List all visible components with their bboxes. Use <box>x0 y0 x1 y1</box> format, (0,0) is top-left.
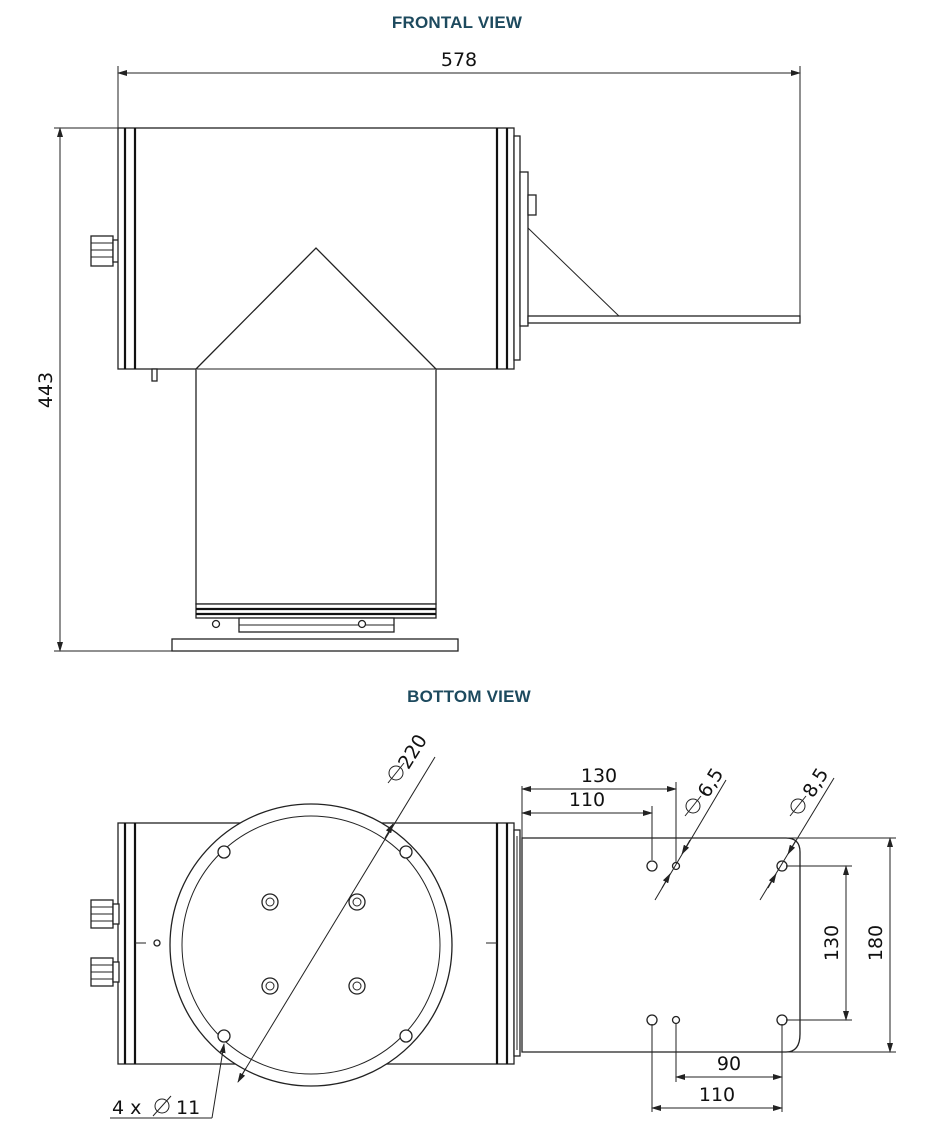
cable-gland-icon <box>90 235 120 267</box>
screw-head <box>261 893 279 911</box>
diameter-symbol-icon <box>789 795 807 817</box>
holes-count-label: 4 x <box>112 1097 141 1119</box>
diameter-symbol-icon <box>684 795 702 817</box>
bracket-top-130: 130 <box>581 765 617 787</box>
mount-hole <box>646 860 658 872</box>
screw-head <box>348 893 366 911</box>
bracket-bottom-110: 110 <box>699 1084 735 1106</box>
diameter-symbol-icon <box>152 1095 172 1117</box>
bracket-plate-view: 130 110 6,5 8,5 130 180 <box>521 764 896 1112</box>
frontal-width-dimension: 578 <box>441 49 477 71</box>
mount-hole <box>671 1015 681 1025</box>
holes-diameter-label: 11 <box>176 1097 200 1119</box>
bracket-plate <box>521 837 801 1053</box>
frontal-view: 578 443 <box>35 49 801 652</box>
mount-hole <box>776 1014 788 1026</box>
fixing-hole <box>399 1029 413 1043</box>
bottom-view-title: BOTTOM VIEW <box>407 687 531 706</box>
frontal-height-dimension: 443 <box>35 372 57 408</box>
bracket-right-130: 130 <box>821 925 843 961</box>
hole-diameter-large: 8,5 <box>799 764 834 801</box>
screw-head <box>348 977 366 995</box>
cable-gland-icon <box>90 957 120 987</box>
frontal-view-title: FRONTAL VIEW <box>392 13 523 32</box>
bottom-view: 220 4 x 11 <box>90 731 521 1119</box>
bracket-top-110: 110 <box>569 789 605 811</box>
bracket-bottom-90: 90 <box>717 1053 741 1075</box>
cable-gland-icon <box>90 899 120 929</box>
base-flange <box>169 803 453 1087</box>
bracket-right-180: 180 <box>865 925 887 961</box>
diameter-symbol-icon <box>387 762 405 784</box>
hole-diameter-small: 6,5 <box>694 764 729 801</box>
support-column <box>195 247 437 605</box>
fixing-hole <box>399 845 413 859</box>
base-plate <box>171 638 459 652</box>
mount-hole <box>646 1014 658 1026</box>
wall-bracket <box>527 315 801 324</box>
screw-head <box>261 977 279 995</box>
fixing-hole <box>217 1029 231 1043</box>
fixing-hole <box>217 845 231 859</box>
